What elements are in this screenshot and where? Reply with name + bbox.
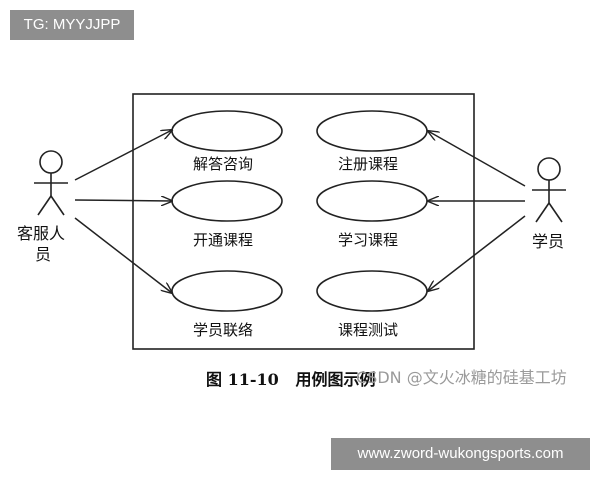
- association-arrow: [428, 131, 526, 187]
- association-arrow: [74, 200, 172, 201]
- system-boundary: [132, 93, 475, 350]
- actor-label-customer-service-line2: 员: [35, 245, 51, 264]
- figure-caption: 图 11-10 用例图示例: [206, 370, 375, 389]
- use-case-open-course: [171, 180, 283, 222]
- association-arrow: [74, 130, 172, 181]
- use-case-answer-inquiry: [171, 110, 283, 152]
- use-case-course-test: [316, 270, 428, 312]
- actor-customer-service: [34, 150, 68, 216]
- association-arrow: [428, 215, 526, 291]
- csdn-watermark: CSDN @文火冰糖的硅基工坊: [356, 368, 567, 387]
- actor-label-customer-service-line1: 客服人: [17, 224, 65, 243]
- use-case-label-answer-inquiry: 解答咨询: [193, 155, 253, 173]
- use-case-label-course-test: 课程测试: [338, 321, 398, 339]
- use-case-label-open-course: 开通课程: [193, 231, 253, 249]
- use-case-label-register-course: 注册课程: [338, 155, 398, 173]
- use-case-register-course: [316, 110, 428, 152]
- actor-label-student: 学员: [532, 232, 564, 251]
- use-case-study-course: [316, 180, 428, 222]
- use-case-contact-student: [171, 270, 283, 312]
- actor-student: [532, 157, 566, 223]
- use-case-label-contact-student: 学员联络: [193, 321, 253, 339]
- watermark-badge-bottom: www.zword-wukongsports.com: [331, 438, 590, 470]
- watermark-badge-top: TG: MYYJJPP: [10, 10, 134, 40]
- use-case-label-study-course: 学习课程: [338, 231, 398, 249]
- association-arrow: [74, 217, 172, 293]
